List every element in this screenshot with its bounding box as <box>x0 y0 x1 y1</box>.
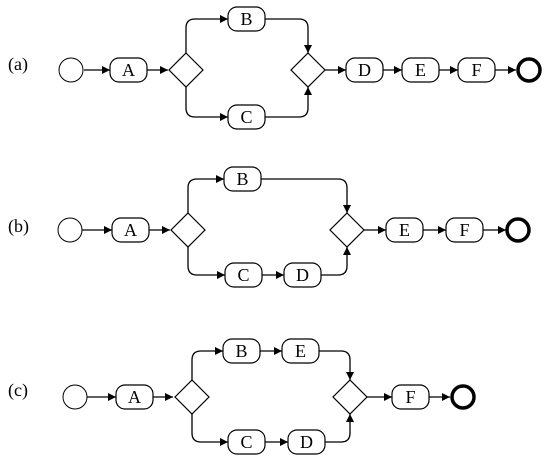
join-gateway <box>290 52 326 88</box>
task-f-label: F <box>459 220 469 240</box>
task-b-label: B <box>240 9 252 29</box>
edge-split-c <box>187 247 225 279</box>
edge-split-b <box>185 15 228 53</box>
split-gateway <box>170 212 206 248</box>
edge-b-join <box>261 178 351 213</box>
task-c-label: C <box>240 432 252 452</box>
task-a-label: A <box>122 60 135 80</box>
edge-d-join <box>321 247 351 276</box>
diagram-b: (b) A B C D E F <box>8 166 531 288</box>
diagram-c: (c) A B E C D F <box>8 338 476 455</box>
start-event <box>62 384 88 410</box>
start-event <box>57 217 83 243</box>
task-e <box>401 57 440 83</box>
end-event <box>516 57 542 83</box>
end-event <box>450 384 476 410</box>
task-d-label: D <box>358 60 371 80</box>
task-e-label: E <box>295 341 306 361</box>
edge-split-b <box>191 347 223 380</box>
task-c <box>224 262 263 288</box>
start-event <box>58 57 84 83</box>
task-e-label: E <box>415 60 426 80</box>
edge-split-c <box>191 414 228 446</box>
task-f <box>391 384 430 410</box>
task-f-label: F <box>471 60 481 80</box>
panel-label-c: (c) <box>8 380 28 401</box>
split-gateway <box>168 52 204 88</box>
task-f <box>457 57 496 83</box>
task-a-label: A <box>124 220 137 240</box>
edge-e-join <box>319 350 354 380</box>
edge-c-join <box>265 87 312 118</box>
join-gateway <box>329 212 365 248</box>
task-d <box>283 262 322 288</box>
task-e <box>281 338 320 364</box>
edge-split-c <box>185 87 228 121</box>
panel-label-a: (a) <box>8 54 28 75</box>
task-a <box>109 57 148 83</box>
task-a-label: A <box>128 387 141 407</box>
task-d <box>287 429 326 455</box>
task-e <box>385 217 424 243</box>
end-event <box>505 217 531 243</box>
task-f-label: F <box>405 387 415 407</box>
panel-label-b: (b) <box>8 216 29 237</box>
task-c-label: C <box>240 107 252 127</box>
task-d <box>345 57 384 83</box>
task-c <box>227 429 266 455</box>
task-a <box>115 384 154 410</box>
task-b <box>223 166 262 192</box>
diagram-a: (a) A B C D E F <box>8 6 542 130</box>
task-d-label: D <box>296 265 309 285</box>
task-a <box>111 217 150 243</box>
join-gateway <box>332 379 368 415</box>
task-b <box>222 338 261 364</box>
task-e-label: E <box>399 220 410 240</box>
task-b <box>227 6 266 32</box>
task-b-label: B <box>235 341 247 361</box>
task-b-label: B <box>236 169 248 189</box>
task-f <box>445 217 484 243</box>
edge-b-join <box>265 18 312 53</box>
split-gateway <box>174 379 210 415</box>
task-c-label: C <box>237 265 249 285</box>
task-c <box>227 104 266 130</box>
edge-split-b <box>187 175 224 213</box>
task-d-label: D <box>300 432 313 452</box>
edge-d-join <box>325 414 354 443</box>
